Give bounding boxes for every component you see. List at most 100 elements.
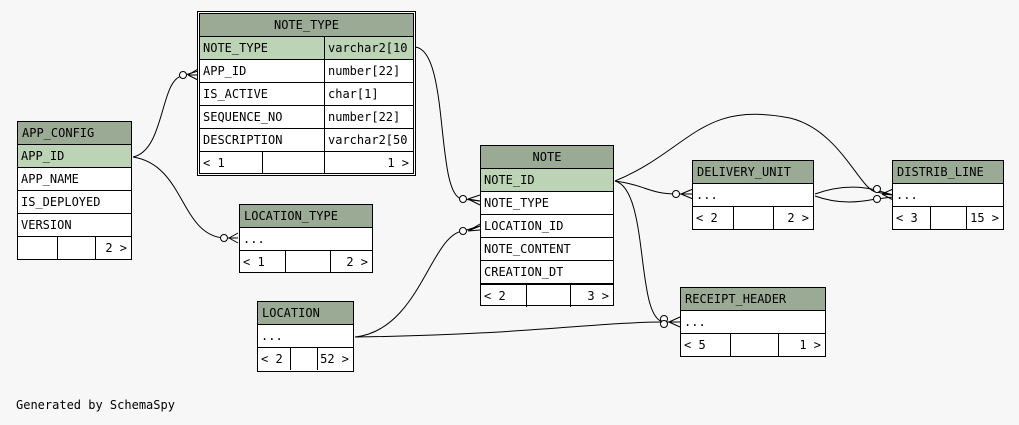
column-type: number[22] [324, 106, 413, 128]
footer-spacer [733, 207, 773, 229]
table-title: DELIVERY_UNIT [693, 161, 813, 184]
children-count[interactable]: 3 > [570, 285, 613, 307]
parents-count[interactable]: < 1 [243, 255, 265, 269]
table-note[interactable]: NOTE NOTE_ID NOTE_TYPE LOCATION_ID NOTE_… [480, 145, 614, 307]
children-count[interactable]: 15 > [966, 207, 1003, 229]
edge-end-circle [873, 185, 881, 193]
table-row[interactable]: IS_DEPLOYED [18, 191, 131, 214]
collapsed-columns: ... [240, 228, 372, 251]
edge-end-circle [179, 71, 187, 79]
column-type: varchar2[50 [324, 129, 413, 151]
column-name: APP_NAME [21, 172, 79, 186]
table-row[interactable]: IS_ACTIVE char[1] [200, 83, 413, 106]
edge-note-distrib-line [614, 113, 894, 196]
edge-end-circle [220, 234, 228, 242]
edge-end-circle [459, 227, 467, 235]
table-footer: < 3 15 > [893, 207, 1003, 229]
column-name: SEQUENCE_NO [203, 110, 283, 124]
table-row[interactable]: CREATION_DT [481, 261, 613, 284]
table-row[interactable]: NOTE_TYPE [481, 192, 613, 215]
table-row[interactable]: VERSION [18, 214, 131, 237]
column-name: VERSION [21, 218, 72, 232]
edge-note-delivery-unit [614, 180, 693, 195]
column-name: DESCRIPTION [203, 133, 283, 147]
children-count[interactable]: 2 > [330, 251, 372, 273]
column-name: NOTE_TYPE [203, 41, 269, 55]
parents-count[interactable]: < 5 [684, 338, 706, 352]
parents-count[interactable] [18, 237, 57, 259]
table-title: APP_CONFIG [18, 122, 131, 145]
table-footer: < 5 1 > [681, 334, 825, 356]
table-row[interactable]: NOTE_TYPE varchar2[10 [200, 37, 413, 60]
column-name: APP_ID [203, 64, 247, 78]
column-type: char[1] [324, 83, 413, 105]
footer-spacer [57, 237, 95, 259]
children-count[interactable]: 2 > [773, 207, 813, 229]
table-distrib-line[interactable]: DISTRIB_LINE ... < 3 15 > [892, 160, 1004, 230]
edge-end-circle [660, 320, 668, 328]
children-count[interactable]: 1 > [778, 334, 825, 356]
footer-spacer [285, 251, 330, 273]
table-footer: < 1 2 > [240, 251, 372, 273]
children-count[interactable]: 1 > [324, 152, 413, 174]
table-row[interactable]: NOTE_ID [481, 169, 613, 192]
edge-delivery-unit-distrib-line-a [814, 186, 894, 196]
table-receipt-header[interactable]: RECEIPT_HEADER ... < 5 1 > [680, 287, 826, 357]
edge-app-config-location-type [132, 156, 238, 239]
table-delivery-unit[interactable]: DELIVERY_UNIT ... < 2 2 > [692, 160, 814, 230]
table-row[interactable]: SEQUENCE_NO number[22] [200, 106, 413, 129]
column-type: varchar2[10 [324, 37, 413, 59]
footer-spacer [930, 207, 966, 229]
column-type: number[22] [324, 60, 413, 82]
edge-delivery-unit-distrib-line-b [814, 195, 894, 203]
table-row[interactable]: DESCRIPTION varchar2[50 [200, 129, 413, 152]
children-count[interactable]: 52 > [317, 348, 353, 370]
column-name: LOCATION_ID [484, 219, 564, 233]
table-note-type[interactable]: NOTE_TYPE NOTE_TYPE varchar2[10 APP_ID n… [197, 11, 416, 176]
table-title: NOTE_TYPE [200, 14, 413, 37]
edge-end-circle [459, 195, 467, 203]
parents-count[interactable]: < 1 [203, 156, 225, 170]
table-title: DISTRIB_LINE [893, 161, 1003, 184]
edge-location-receipt-header [354, 321, 680, 338]
table-row[interactable]: APP_ID number[22] [200, 60, 413, 83]
footer-spacer [730, 334, 778, 356]
table-app-config[interactable]: APP_CONFIG APP_ID APP_NAME IS_DEPLOYED V… [17, 121, 132, 260]
table-title: NOTE [481, 146, 613, 169]
footer-spacer [526, 285, 570, 307]
children-count[interactable]: 2 > [95, 237, 131, 259]
edge-note-type-note [414, 46, 481, 202]
parents-count[interactable]: < 2 [696, 211, 718, 225]
table-footer: < 2 3 > [481, 284, 613, 307]
parents-count[interactable]: < 2 [261, 352, 283, 366]
collapsed-columns: ... [693, 184, 813, 207]
generated-by-note: Generated by SchemaSpy [16, 398, 175, 412]
table-row[interactable]: NOTE_CONTENT [481, 238, 613, 261]
table-row[interactable]: LOCATION_ID [481, 215, 613, 238]
table-location-type[interactable]: LOCATION_TYPE ... < 1 2 > [239, 204, 373, 273]
table-row[interactable]: APP_NAME [18, 168, 131, 191]
parents-count[interactable]: < 2 [484, 289, 506, 303]
table-footer: 2 > [18, 237, 131, 259]
collapsed-columns: ... [893, 184, 1003, 207]
table-row[interactable]: APP_ID [18, 145, 131, 168]
footer-spacer [262, 152, 324, 174]
footer-spacer [290, 348, 317, 370]
edge-end-circle [873, 195, 881, 203]
table-footer: < 2 2 > [693, 207, 813, 229]
collapsed-columns: ... [258, 325, 353, 348]
column-name: CREATION_DT [484, 265, 564, 279]
table-title: LOCATION_TYPE [240, 205, 372, 228]
table-footer: < 1 1 > [200, 152, 413, 174]
table-location[interactable]: LOCATION ... < 2 52 > [257, 301, 354, 372]
column-name: NOTE_CONTENT [484, 242, 571, 256]
table-footer: < 2 52 > [258, 348, 353, 370]
edge-note-receipt-header [614, 180, 680, 323]
column-name: IS_DEPLOYED [21, 195, 101, 209]
collapsed-columns: ... [681, 311, 825, 334]
parents-count[interactable]: < 3 [896, 211, 918, 225]
column-name: IS_ACTIVE [203, 87, 269, 101]
column-name: APP_ID [21, 149, 65, 163]
table-title: LOCATION [258, 302, 353, 325]
